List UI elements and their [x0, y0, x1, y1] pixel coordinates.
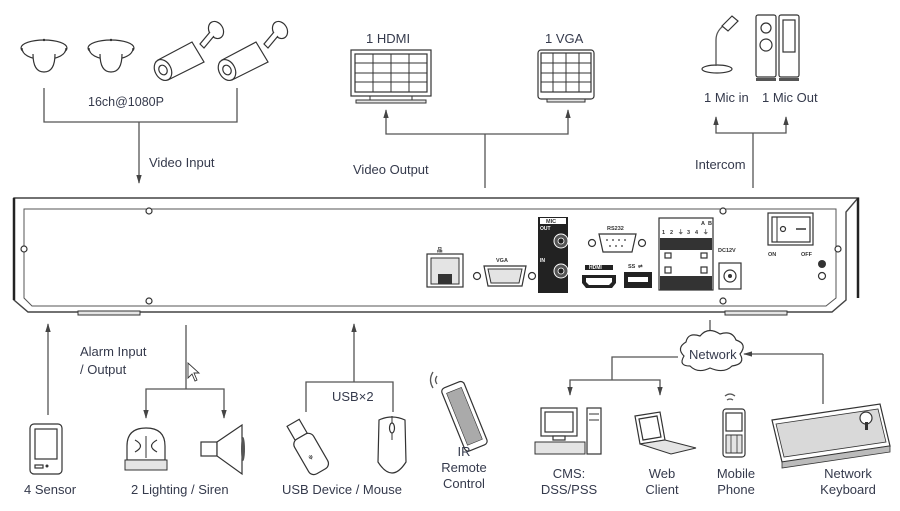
cms-label-line2: DSS/PSS — [541, 482, 598, 497]
dome-camera-icon — [20, 38, 68, 73]
alarm-pin-3: 3 — [687, 230, 690, 236]
mic-block-label: MIC — [546, 219, 556, 225]
switch-on-label: ON — [768, 252, 776, 258]
vga-port-label: VGA — [496, 258, 508, 264]
hdmi-monitor-icon — [350, 49, 432, 104]
lighting-siren-label: 2 Lighting / Siren — [131, 482, 229, 497]
rs485-b-label: B — [708, 221, 712, 227]
vga-monitor-label: 1 VGA — [545, 31, 584, 46]
speaker-icon — [755, 14, 800, 81]
alarm-terminal-block: A B 1 2 ⏚ 3 4 ⏚ — [658, 217, 714, 291]
sensor-label: 4 Sensor — [24, 482, 77, 497]
usb-count-label: USB×2 — [332, 389, 374, 404]
camera-group: 16ch@1080P Video Input — [20, 20, 289, 184]
dome-camera-icon — [87, 38, 135, 73]
alarm-label-line2: / Output — [80, 362, 127, 377]
ir-label-line2: Remote — [441, 460, 487, 475]
ir-remote-group: IR Remote Control — [429, 371, 488, 491]
web-client-label-line2: Client — [645, 482, 679, 497]
usb-flash-drive-icon: ψ — [286, 418, 330, 476]
hdmi-port-label: HDMI — [589, 265, 602, 271]
usb-icon: ⇌ — [638, 262, 643, 270]
rs232-port: RS232 — [587, 226, 647, 253]
bullet-camera-icon — [153, 20, 225, 82]
alarm-pin-1: 1 — [662, 230, 665, 236]
intercom-label: Intercom — [695, 157, 746, 172]
bullet-camera-icon — [217, 20, 289, 82]
usb-port-label: SS — [628, 264, 636, 270]
network-cloud-icon — [679, 329, 744, 372]
alarm-group: Alarm Input / Output 2 Lighting / Siren — [80, 325, 245, 497]
mobile-phone-label-line2: Phone — [717, 482, 755, 497]
web-client-label-line1: Web — [649, 466, 676, 481]
video-output-group: 1 HDMI 1 VGA Video Out — [350, 31, 595, 188]
mobile-phone-label-line1: Mobile — [717, 466, 755, 481]
vga-port: VGA — [472, 258, 537, 287]
power-switch: ON OFF — [767, 212, 814, 258]
ethernet-port: 品 — [426, 246, 464, 288]
network-group: Network CMS: DSS/PSS Web Client — [534, 320, 891, 497]
mic-audio-block: MIC OUT IN — [538, 217, 569, 293]
microphone-icon — [701, 15, 739, 74]
screw-icon — [719, 297, 727, 305]
usb-devices-label: USB Device / Mouse — [282, 482, 402, 497]
sensor-group: 4 Sensor — [24, 323, 77, 497]
network-keyboard-label-line1: Network — [824, 466, 872, 481]
network-keyboard-label-line2: Keyboard — [820, 482, 876, 497]
mouse-cursor-icon — [187, 361, 201, 382]
screw-icon — [834, 245, 842, 253]
nvr-rear-panel: 品 VGA MIC OUT IN RS232 — [12, 197, 860, 316]
hdmi-port: HDMI — [582, 265, 616, 288]
alarm-pin-ground-2: ⏚ — [703, 229, 709, 236]
usb-port: SS ⇌ — [624, 262, 652, 288]
screw-icon — [20, 245, 28, 253]
screw-icon — [719, 207, 727, 215]
network-port-icon: 品 — [437, 246, 443, 254]
ground-screw-icon — [817, 260, 827, 281]
mic-in-label: 1 Mic in — [704, 90, 749, 105]
camera-count-label: 16ch@1080P — [88, 95, 164, 109]
mouse-icon — [377, 416, 407, 474]
laptop-icon — [634, 411, 697, 455]
network-keyboard-icon — [771, 403, 891, 469]
usb-group: USB×2 ψ USB Device / Mouse — [282, 323, 407, 497]
intercom-group: 1 Mic in 1 Mic Out Intercom — [695, 14, 818, 188]
ir-label-line3: Control — [443, 476, 485, 491]
rs485-a-label: A — [701, 221, 705, 227]
ir-remote-icon — [441, 380, 488, 452]
hdmi-monitor-label: 1 HDMI — [366, 31, 410, 46]
cms-computer-icon — [534, 407, 602, 455]
alarm-pin-4: 4 — [695, 230, 699, 236]
ir-label-line1: IR — [458, 444, 471, 459]
rs232-port-label: RS232 — [607, 226, 624, 232]
network-label: Network — [689, 347, 737, 362]
warning-light-icon — [124, 427, 168, 471]
dc12v-power-port: DC12V — [718, 248, 742, 290]
alarm-label-line1: Alarm Input — [80, 344, 147, 359]
svg-text:ψ: ψ — [308, 454, 315, 461]
vga-monitor-icon — [537, 49, 595, 103]
video-output-label: Video Output — [353, 162, 429, 177]
cms-label-line1: CMS: — [553, 466, 586, 481]
siren-icon — [200, 423, 245, 476]
sensor-icon — [29, 423, 63, 475]
screw-icon — [145, 207, 153, 215]
video-input-label: Video Input — [149, 155, 215, 170]
power-port-label: DC12V — [718, 248, 736, 254]
screw-icon — [145, 297, 153, 305]
alarm-pin-2: 2 — [670, 230, 673, 236]
mic-out-port-label: OUT — [540, 226, 551, 232]
alarm-pin-ground: ⏚ — [678, 229, 684, 236]
switch-off-label: OFF — [801, 252, 813, 258]
mic-in-port-label: IN — [540, 258, 545, 264]
mic-out-label: 1 Mic Out — [762, 90, 818, 105]
mobile-phone-icon — [722, 393, 746, 458]
